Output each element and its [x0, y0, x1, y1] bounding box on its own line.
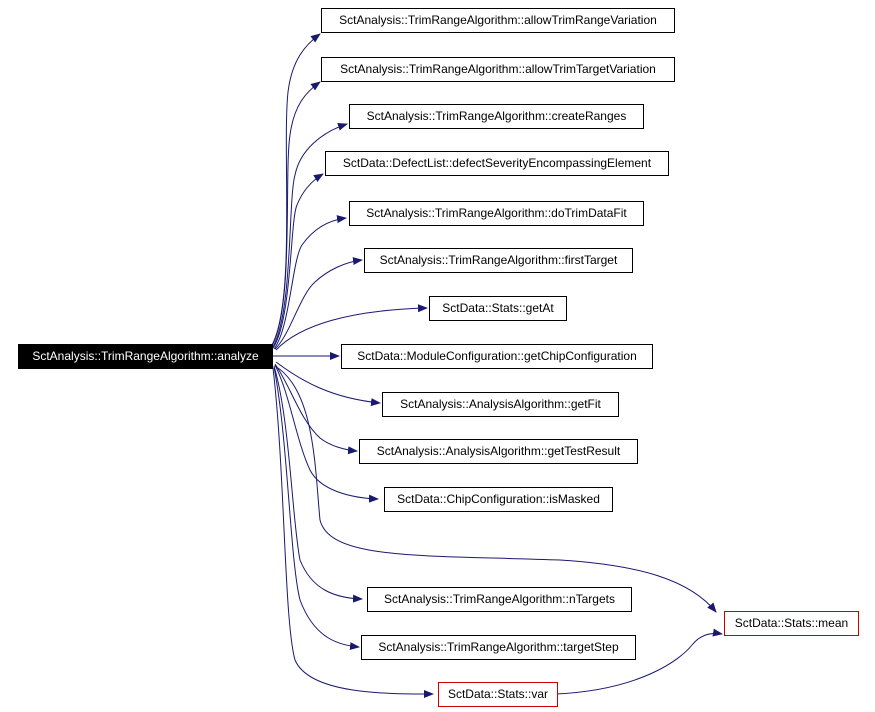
edge-getTestResult [274, 363, 358, 455]
node-createRanges[interactable]: SctAnalysis::TrimRangeAlgorithm::createR… [349, 104, 644, 129]
edge-var-mean [555, 628, 723, 695]
node-analyze[interactable]: SctAnalysis::TrimRangeAlgorithm::analyze [18, 344, 273, 369]
edge-createRanges [272, 122, 348, 348]
node-isMasked[interactable]: SctData::ChipConfiguration::isMasked [384, 487, 613, 512]
edge-allowTrimTargetVariation [271, 81, 321, 347]
node-targetStep[interactable]: SctAnalysis::TrimRangeAlgorithm::targetS… [361, 635, 636, 660]
node-getTestResult[interactable]: SctAnalysis::AnalysisAlgorithm::getTestR… [359, 439, 638, 464]
edge-var [272, 367, 434, 699]
edge-defectSeverity [272, 173, 324, 349]
edge-firstTarget [274, 257, 363, 350]
edge-targetStep [273, 366, 360, 651]
node-var[interactable]: SctData::Stats::var [438, 682, 558, 707]
node-nTargets[interactable]: SctAnalysis::TrimRangeAlgorithm::nTarget… [367, 587, 632, 612]
node-firstTarget[interactable]: SctAnalysis::TrimRangeAlgorithm::firstTa… [364, 248, 633, 273]
edge-mean [274, 365, 717, 613]
edge-doTrimDataFit [273, 215, 347, 350]
node-allowTrimRangeVariation[interactable]: SctAnalysis::TrimRangeAlgorithm::allowTr… [321, 8, 675, 33]
edge-isMasked [274, 364, 379, 503]
node-mean[interactable]: SctData::Stats::mean [724, 611, 859, 636]
node-allowTrimTargetVariation[interactable]: SctAnalysis::TrimRangeAlgorithm::allowTr… [321, 57, 675, 82]
node-getChipConfiguration[interactable]: SctData::ModuleConfiguration::getChipCon… [341, 344, 653, 369]
edge-allowTrimRangeVariation [271, 33, 321, 346]
edge-getFit [275, 361, 381, 407]
edge-getAt [275, 304, 428, 351]
node-getAt[interactable]: SctData::Stats::getAt [429, 296, 567, 321]
node-getFit[interactable]: SctAnalysis::AnalysisAlgorithm::getFit [382, 392, 619, 417]
node-doTrimDataFit[interactable]: SctAnalysis::TrimRangeAlgorithm::doTrimD… [349, 201, 644, 226]
node-defectSeverity[interactable]: SctData::DefectList::defectSeverityEncom… [325, 151, 669, 176]
edge-nTargets [273, 365, 363, 603]
